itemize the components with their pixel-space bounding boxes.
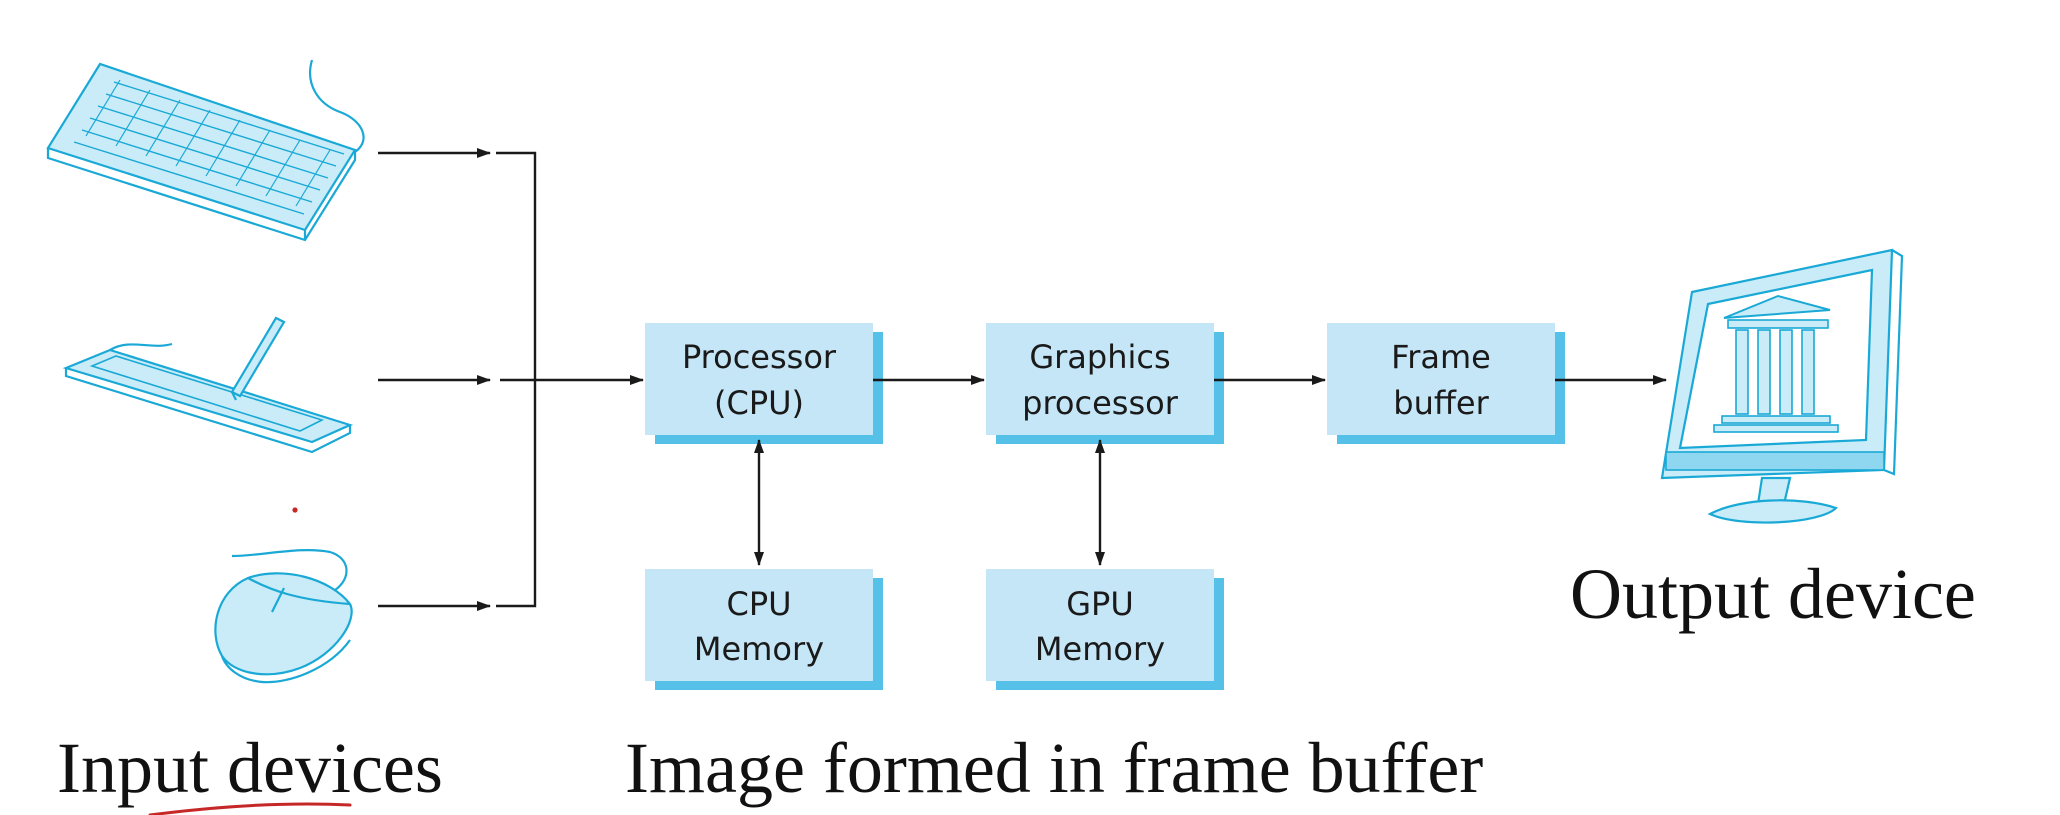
mouse-icon xyxy=(214,549,353,684)
cpu-box: Processor (CPU) xyxy=(645,323,883,444)
frame-buffer-label-line2: buffer xyxy=(1393,384,1489,422)
frame-buffer-label-line1: Frame xyxy=(1391,338,1491,376)
cpu-label-line2: (CPU) xyxy=(714,384,804,422)
cpu-memory-label-line1: CPU xyxy=(726,585,791,623)
gpu-box: Graphics processor xyxy=(986,323,1224,444)
gpu-label-line2: processor xyxy=(1022,384,1179,422)
cpu-label-line1: Processor xyxy=(682,338,837,376)
gpu-label-line1: Graphics xyxy=(1029,338,1170,376)
gpu-memory-box: GPU Memory xyxy=(986,569,1224,690)
cpu-memory-box: CPU Memory xyxy=(645,569,883,690)
image-formed-caption: Image formed in frame buffer xyxy=(625,728,1483,808)
gpu-memory-label-line2: Memory xyxy=(1035,630,1165,668)
keyboard-icon xyxy=(46,59,365,242)
flow-arrows xyxy=(754,375,1667,566)
red-annotation xyxy=(148,507,352,815)
monitor-icon xyxy=(1660,248,1904,524)
input-devices-caption: Input devices xyxy=(57,728,443,808)
cpu-memory-label-line2: Memory xyxy=(694,630,824,668)
input-bus xyxy=(378,148,644,611)
gpu-memory-label-line1: GPU xyxy=(1066,585,1134,623)
tablet-icon xyxy=(62,316,354,454)
output-device-caption: Output device xyxy=(1570,554,1976,634)
frame-buffer-box: Frame buffer xyxy=(1327,323,1565,444)
